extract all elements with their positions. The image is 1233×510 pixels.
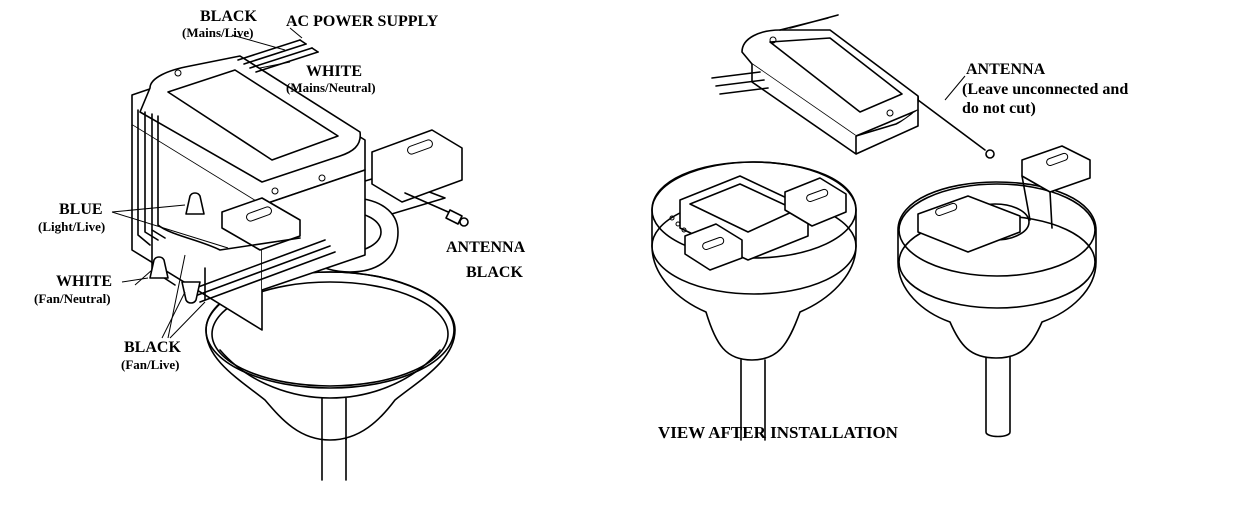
label-ac-power-supply: AC POWER SUPPLY: [286, 13, 439, 30]
label-black-fan: BLACK: [124, 339, 181, 356]
label-antenna-note-1: (Leave unconnected and: [962, 81, 1128, 98]
antenna-left: [404, 192, 469, 227]
label-black-mains: BLACK: [200, 8, 257, 25]
installed-canopy: [651, 161, 857, 441]
canopy-left: [205, 271, 456, 441]
left-assembly: [111, 27, 469, 481]
label-antenna-left: ANTENNA: [446, 239, 526, 256]
label-black-fan-sub: (Fan/Live): [121, 357, 180, 372]
label-blue-sub: (Light/Live): [38, 219, 105, 234]
callout-lines-left: [111, 27, 303, 339]
label-white-mains: WHITE: [306, 63, 362, 80]
label-antenna-black: BLACK: [466, 264, 523, 281]
label-view-after-installation: VIEW AFTER INSTALLATION: [658, 423, 899, 442]
label-white-fan-sub: (Fan/Neutral): [34, 291, 111, 306]
front-tab-left: [221, 197, 301, 251]
label-antenna-note-2: do not cut): [962, 100, 1036, 117]
label-blue: BLUE: [59, 201, 103, 218]
label-white-mains-sub: (Mains/Neutral): [286, 80, 376, 95]
supply-wires-left: [237, 39, 319, 73]
label-antenna-right: ANTENNA: [966, 61, 1046, 78]
label-white-fan: WHITE: [56, 273, 112, 290]
wires-left: [137, 109, 336, 304]
bracket-canopy: [897, 145, 1097, 438]
receiver-top-right: [711, 14, 995, 159]
receiver-box-left: [131, 55, 366, 331]
label-black-mains-sub: (Mains/Live): [182, 25, 254, 40]
